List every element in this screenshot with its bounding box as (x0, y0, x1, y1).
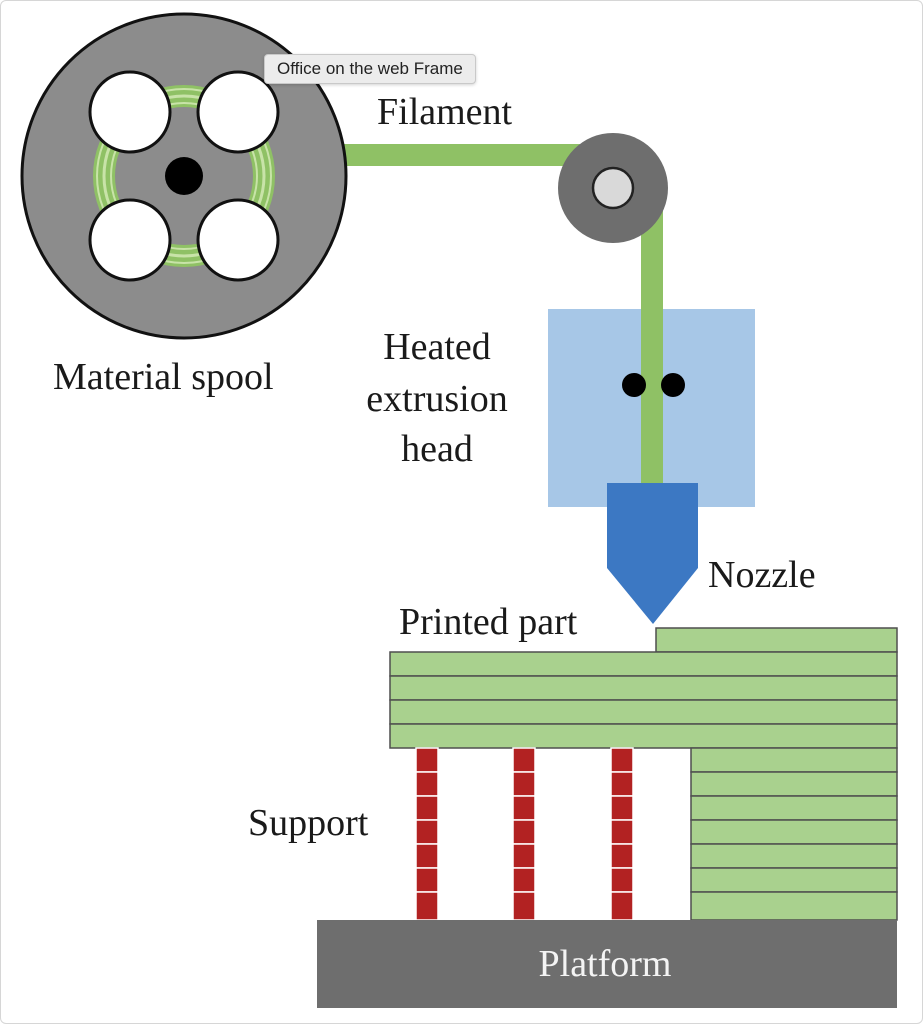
spool-filament-ring-line-outer (96, 88, 272, 264)
filament-in-head (641, 309, 663, 489)
spool-filament-ring-line-inner (110, 102, 258, 250)
drive-gear-left (622, 373, 646, 397)
printed-part (389, 627, 898, 921)
label-filament: Filament (377, 91, 513, 133)
support-column-2 (512, 747, 536, 921)
filament-horizontal (319, 144, 609, 166)
material-spool (20, 12, 348, 340)
pulley (558, 133, 668, 243)
support-column-1 (415, 747, 439, 921)
support-column-3 (610, 747, 634, 921)
spool-axle (165, 157, 203, 195)
label-heated-line2: extrusion (366, 378, 507, 420)
spool-hole-top-left (88, 70, 172, 154)
label-heated-line3: head (401, 428, 473, 470)
spool-hole-top-right (196, 70, 280, 154)
label-heated-line1: Heated (383, 326, 491, 368)
nozzle (607, 483, 698, 624)
drive-gear-right (661, 373, 685, 397)
label-printed-part: Printed part (399, 601, 578, 643)
label-material-spool: Material spool (53, 356, 274, 398)
spool-filament-ring-line (102, 94, 266, 258)
frame-tooltip: Office on the web Frame (264, 54, 476, 84)
platform (317, 920, 897, 1008)
label-platform: Platform (539, 943, 672, 985)
spool-hole-bottom-right (196, 198, 280, 282)
spool-hole-bottom-left (88, 198, 172, 282)
label-support: Support (248, 802, 369, 844)
label-nozzle: Nozzle (708, 554, 816, 596)
